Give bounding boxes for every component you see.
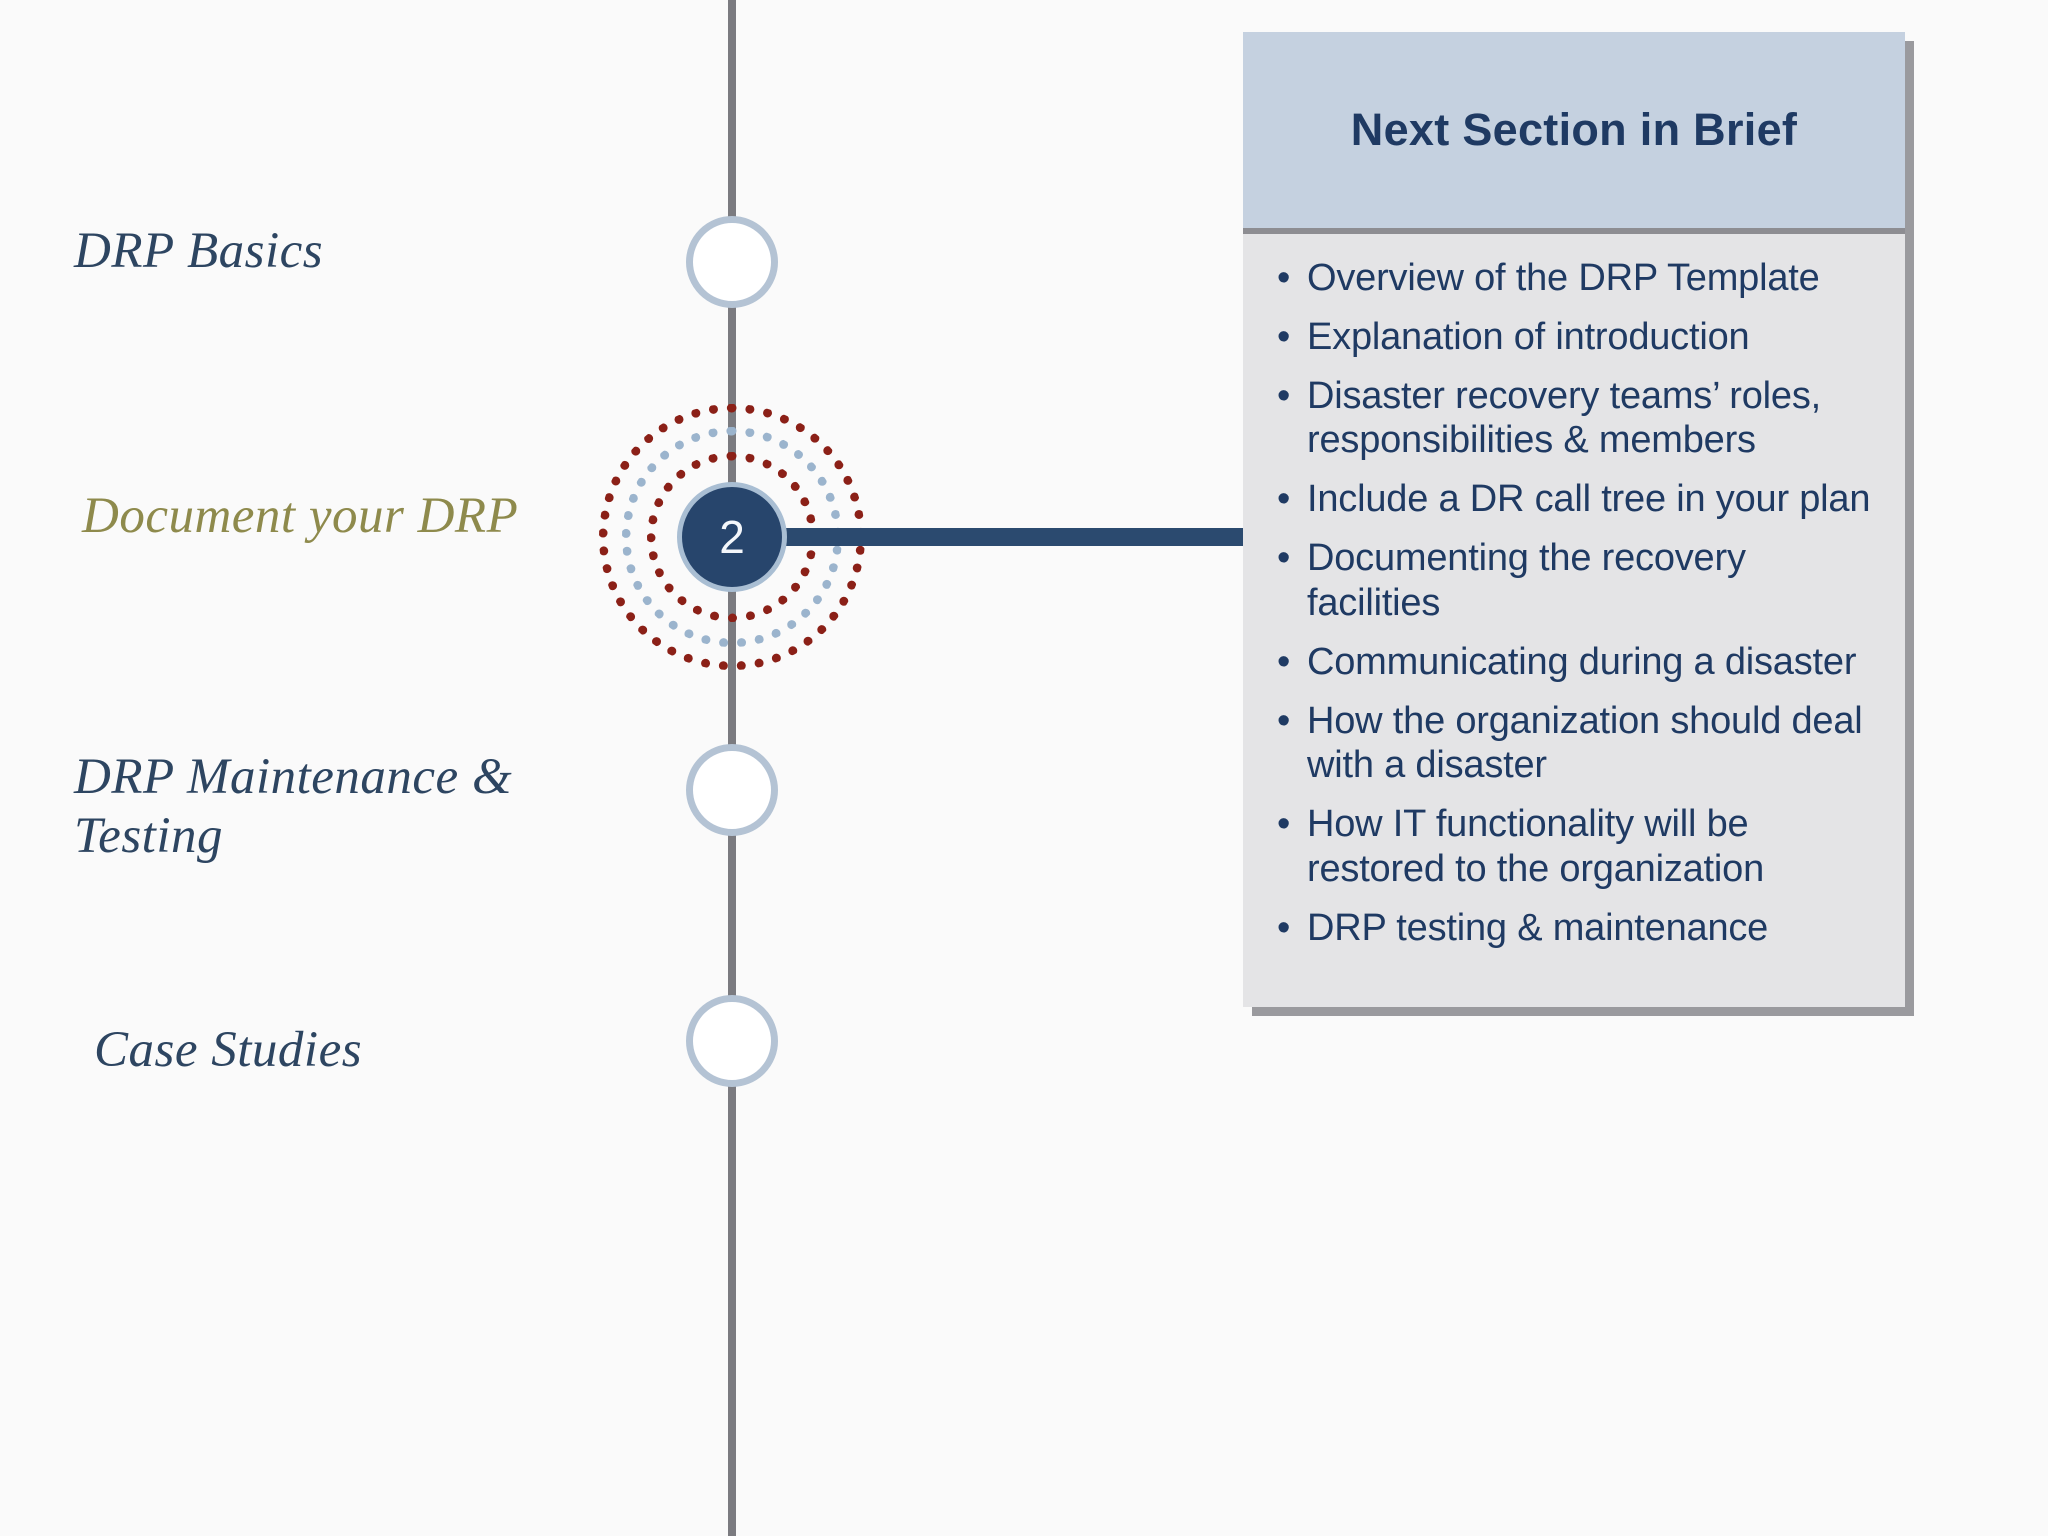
- timeline-node-3[interactable]: [686, 744, 778, 836]
- bullet-dot-icon: •: [1277, 906, 1291, 949]
- bullet-dot-icon: •: [1277, 537, 1291, 580]
- panel-bullet-item: • How IT functionality will be restored t…: [1277, 802, 1879, 892]
- panel-bullet-text: Communicating during a disaster: [1307, 640, 1857, 683]
- panel-bullet-text: DRP testing & maintenance: [1307, 906, 1769, 949]
- timeline-label-drp-maintenance-testing[interactable]: DRP Maintenance & Testing: [74, 749, 513, 865]
- panel-bullet-item: • How the organization should deal with a…: [1277, 699, 1879, 789]
- panel-bullet-text: How IT functionality will be restored to…: [1307, 803, 1765, 891]
- panel-bullet-item: • Explanation of introduction: [1277, 315, 1879, 360]
- panel-bullet-item: • DRP testing & maintenance: [1277, 906, 1879, 951]
- panel-bullet-text: Disaster recovery teams’ roles, responsi…: [1307, 374, 1821, 462]
- bullet-dot-icon: •: [1277, 699, 1291, 742]
- bullet-dot-icon: •: [1277, 640, 1291, 683]
- panel-bullet-item: • Disaster recovery teams’ roles, respons…: [1277, 374, 1879, 464]
- panel-divider: [1243, 228, 1905, 234]
- panel-bullet-item: • Documenting the recovery facilities: [1277, 536, 1879, 626]
- panel-bullet-text: Include a DR call tree in your plan: [1307, 478, 1871, 521]
- panel-bullet-text: How the organization should deal with a …: [1307, 699, 1863, 787]
- timeline-label-drp-basics[interactable]: DRP Basics: [74, 223, 324, 279]
- bullet-dot-icon: •: [1277, 478, 1291, 521]
- panel-header: Next Section in Brief: [1243, 32, 1905, 228]
- timeline-node-2[interactable]: 2: [677, 482, 787, 592]
- bullet-dot-icon: •: [1277, 803, 1291, 846]
- bullet-dot-icon: •: [1277, 315, 1291, 358]
- node-to-panel-connector: [782, 528, 1302, 546]
- timeline-node-2-number: 2: [719, 511, 745, 563]
- next-section-panel: Next Section in Brief • Overview of the D…: [1243, 32, 1905, 1007]
- timeline-node-4[interactable]: [686, 995, 778, 1087]
- panel-bullet-item: • Include a DR call tree in your plan: [1277, 477, 1879, 522]
- panel-bullet-text: Explanation of introduction: [1307, 315, 1750, 358]
- panel-body: • Overview of the DRP Template • Explanatio…: [1243, 234, 1905, 1007]
- panel-title: Next Section in Brief: [1350, 104, 1798, 155]
- panel-bullet-item: • Overview of the DRP Template: [1277, 256, 1879, 301]
- bullet-dot-icon: •: [1277, 374, 1291, 417]
- panel-bullet-text: Documenting the recovery facilities: [1307, 537, 1746, 624]
- timeline-label-document-your-drp[interactable]: Document your DRP: [82, 488, 519, 544]
- bullet-dot-icon: •: [1277, 257, 1291, 299]
- panel-bullet-text: Overview of the DRP Template: [1307, 257, 1820, 299]
- timeline-label-case-studies[interactable]: Case Studies: [94, 1022, 363, 1078]
- panel-bullet-list: • Overview of the DRP Template • Explanatio…: [1277, 256, 1879, 951]
- timeline-node-1[interactable]: [686, 216, 778, 308]
- panel-bullet-item: • Communicating during a disaster: [1277, 640, 1879, 685]
